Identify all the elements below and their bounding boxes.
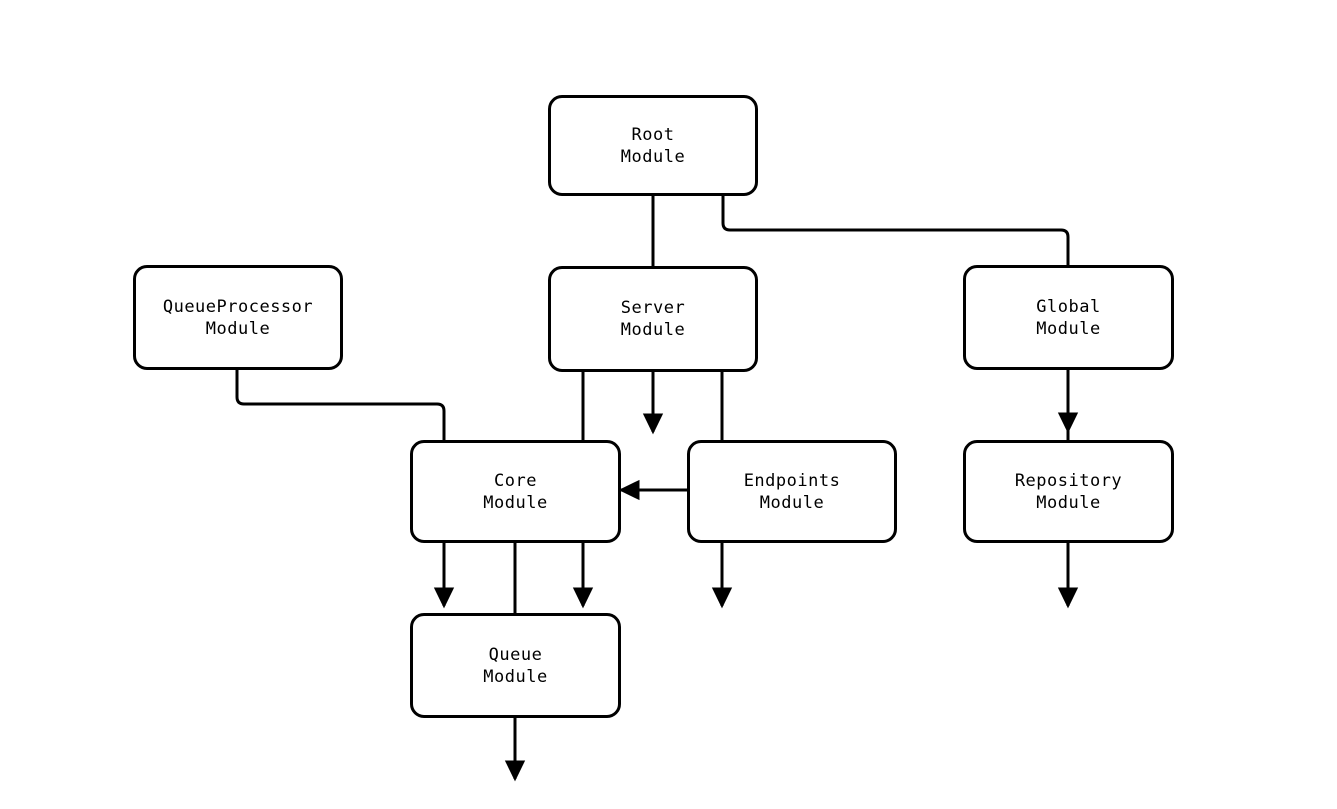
node-label-secondary: Module: [483, 492, 548, 513]
node-label-primary: Repository: [1014, 470, 1123, 491]
node-label-primary: Root: [631, 124, 675, 145]
node-label-primary: Core: [494, 470, 537, 491]
node-label-primary: Global: [1036, 296, 1101, 317]
node-label-secondary: Module: [759, 492, 825, 513]
node-label-secondary: Module: [620, 146, 686, 167]
node-label-primary: Endpoints: [743, 470, 841, 491]
node-label-secondary: Module: [205, 318, 271, 339]
node-label-secondary: Module: [1036, 492, 1101, 513]
node-label-secondary: Module: [483, 666, 548, 687]
node-label-primary: Server: [620, 298, 686, 318]
node-label-primary: Queue: [488, 644, 543, 665]
node-label-primary: QueueProcessor: [162, 296, 314, 317]
node-label-secondary: Module: [1036, 318, 1101, 339]
node-label-secondary: Module: [620, 320, 686, 340]
